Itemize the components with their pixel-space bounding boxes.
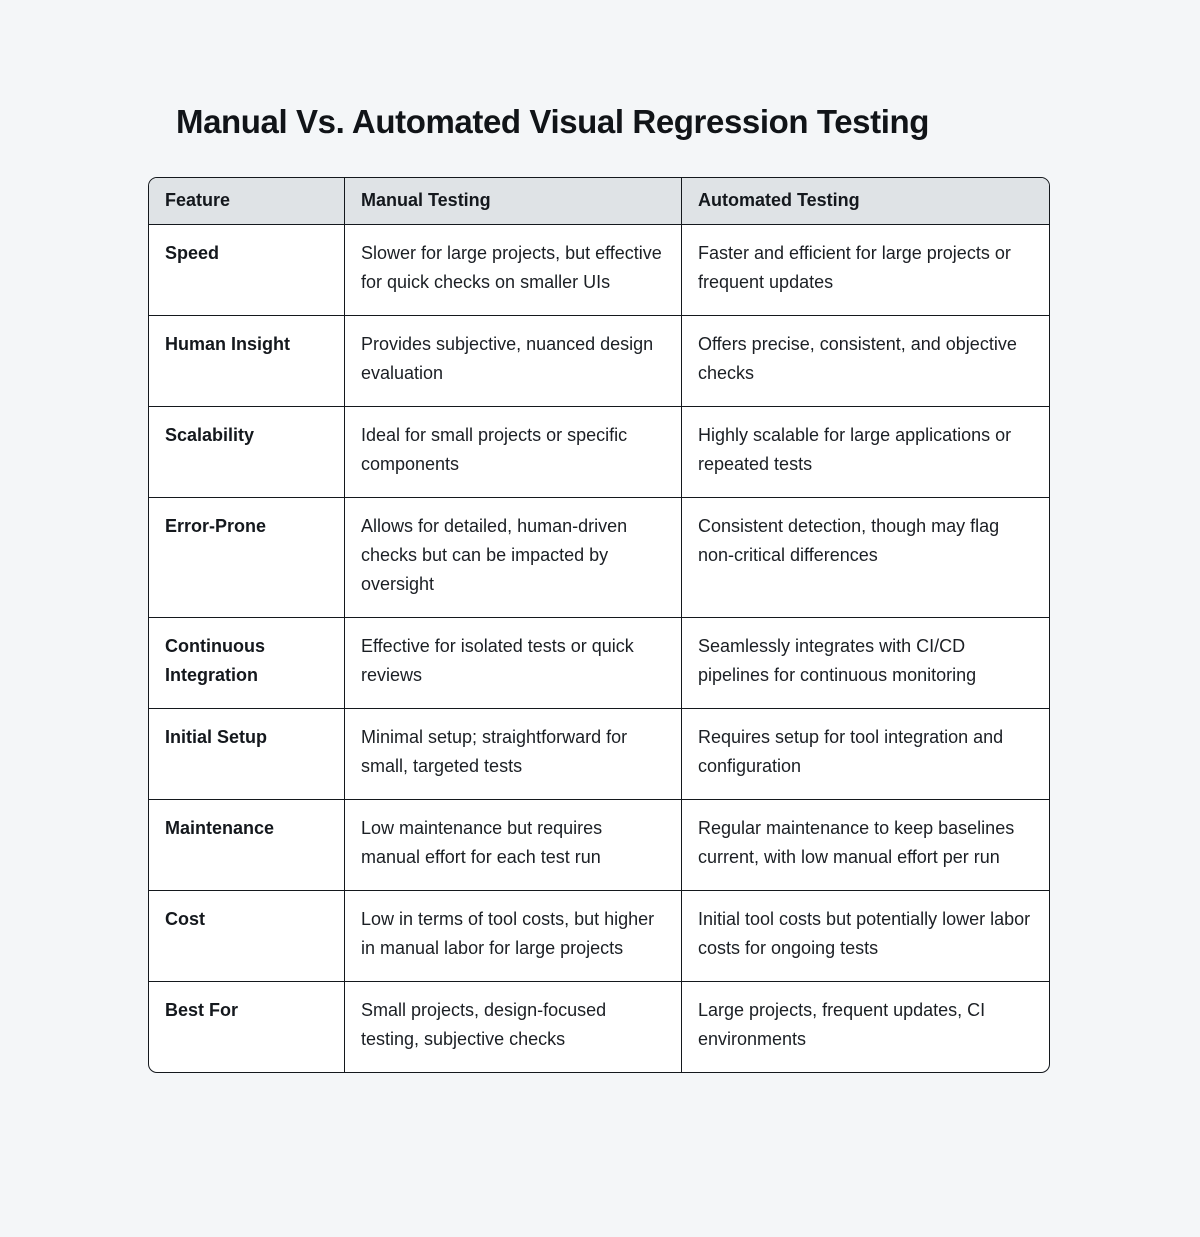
cell-automated-testing: Seamlessly integrates with CI/CD pipelin… — [681, 617, 1049, 708]
table-header: Feature Manual Testing Automated Testing — [149, 178, 1049, 225]
cell-automated-testing: Highly scalable for large applications o… — [681, 406, 1049, 497]
cell-manual-testing: Small projects, design-focused testing, … — [344, 981, 681, 1072]
table-header-row: Feature Manual Testing Automated Testing — [149, 178, 1049, 225]
cell-automated-testing: Offers precise, consistent, and objectiv… — [681, 315, 1049, 406]
cell-feature: Initial Setup — [149, 708, 344, 799]
column-header-automated-testing: Automated Testing — [681, 178, 1049, 225]
cell-feature: Cost — [149, 890, 344, 981]
table-row: Speed Slower for large projects, but effe… — [149, 225, 1049, 315]
cell-manual-testing: Low in terms of tool costs, but higher i… — [344, 890, 681, 981]
cell-feature: Error-Prone — [149, 497, 344, 617]
cell-manual-testing: Minimal setup; straightforward for small… — [344, 708, 681, 799]
cell-manual-testing: Low maintenance but requires manual effo… — [344, 799, 681, 890]
column-header-manual-testing: Manual Testing — [344, 178, 681, 225]
cell-automated-testing: Regular maintenance to keep baselines cu… — [681, 799, 1049, 890]
page-title: Manual Vs. Automated Visual Regression T… — [176, 103, 929, 141]
cell-automated-testing: Large projects, frequent updates, CI env… — [681, 981, 1049, 1072]
comparison-table: Feature Manual Testing Automated Testing… — [148, 177, 1050, 1073]
cell-manual-testing: Slower for large projects, but effective… — [344, 225, 681, 315]
cell-automated-testing: Requires setup for tool integration and … — [681, 708, 1049, 799]
cell-feature: Human Insight — [149, 315, 344, 406]
cell-automated-testing: Faster and efficient for large projects … — [681, 225, 1049, 315]
comparison-table-container: Feature Manual Testing Automated Testing… — [148, 177, 1050, 1073]
column-header-feature: Feature — [149, 178, 344, 225]
cell-feature: Speed — [165, 243, 220, 263]
cell-automated-testing: Consistent detection, though may flag no… — [681, 497, 1049, 617]
cell-manual-testing: Effective for isolated tests or quick re… — [344, 617, 681, 708]
cell-feature: Scalability — [149, 406, 344, 497]
cell-automated-testing: Initial tool costs but potentially lower… — [681, 890, 1049, 981]
cell-manual-testing: Allows for detailed, human-driven checks… — [344, 497, 681, 617]
cell-feature: Best For — [149, 981, 344, 1072]
cell-feature: Maintenance — [149, 799, 344, 890]
cell-manual-testing: Provides subjective, nuanced design eval… — [344, 315, 681, 406]
table-body: Speed Slower for large projects, but effe… — [149, 225, 1049, 1072]
cell-manual-testing: Ideal for small projects or specific com… — [344, 406, 681, 497]
cell-feature: Continuous Integration — [149, 617, 344, 708]
